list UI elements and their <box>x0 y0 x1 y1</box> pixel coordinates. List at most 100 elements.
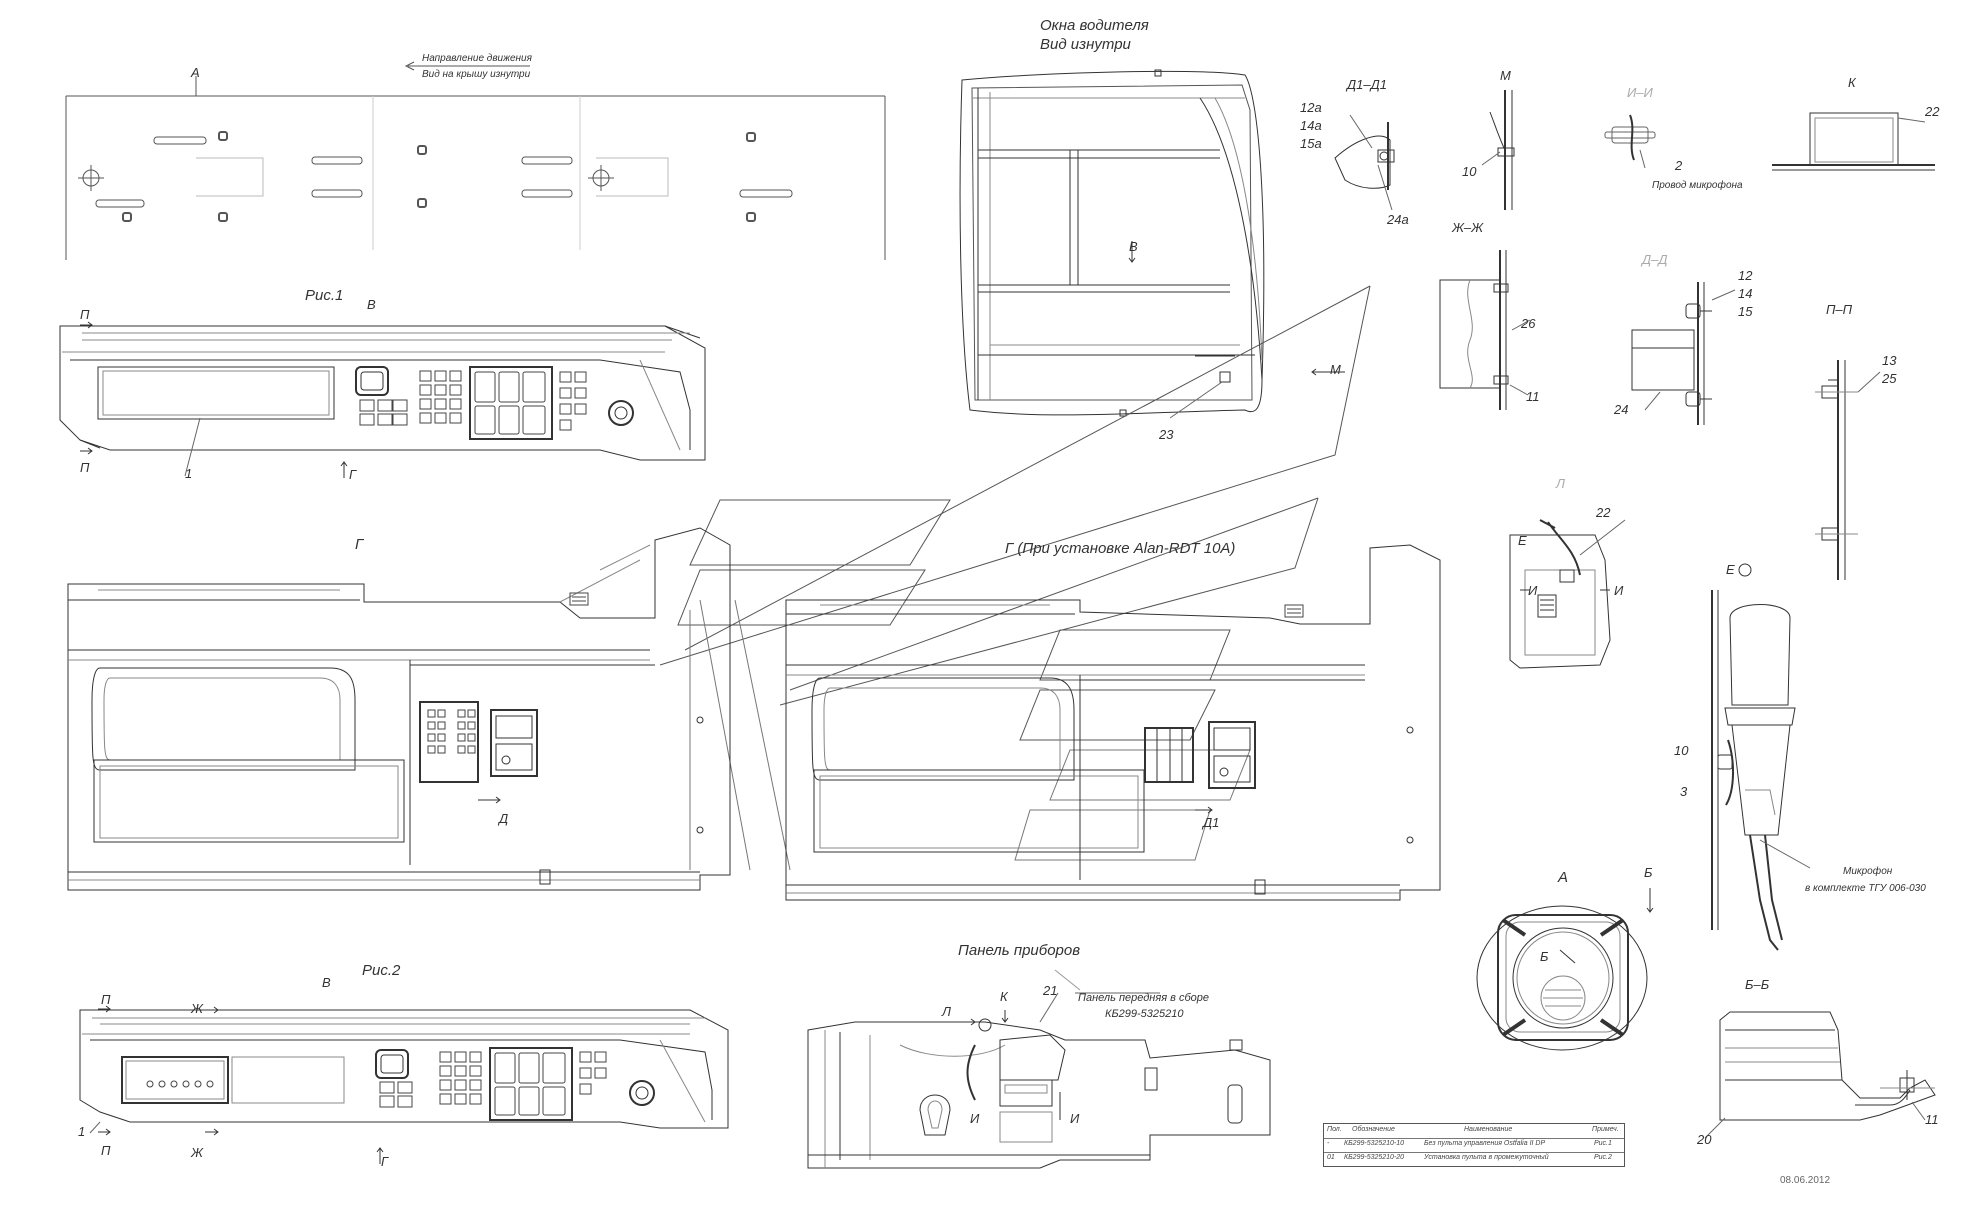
view-g <box>68 528 730 890</box>
detail-ii <box>1605 115 1655 168</box>
label-b-speaker: Б <box>1540 949 1549 964</box>
fig2-dashboard <box>80 1006 728 1164</box>
title-block-header: Пол. Обозначение Наименование Примеч. <box>1324 1124 1624 1139</box>
label-i-right: И <box>1070 1111 1080 1126</box>
pos-14a: 14а <box>1300 118 1322 133</box>
microphone-detail <box>1712 564 1810 950</box>
fig1-title: Рис.1 <box>305 287 344 304</box>
label-p-bot1: П <box>80 460 90 475</box>
instrument-panel-title: Панель приборов <box>958 942 1081 959</box>
pos-24a: 24а <box>1387 212 1409 227</box>
label-k-panel: К <box>1000 989 1008 1004</box>
pos-12a: 12а <box>1300 100 1322 115</box>
title-block-row: - КБ299-5325210-10 Без пульта управления… <box>1324 1138 1624 1153</box>
label-k-detail: К <box>1848 75 1856 90</box>
label-v-window: В <box>1129 239 1138 254</box>
pos-15a: 15а <box>1300 136 1322 151</box>
detail-zhzh <box>1440 250 1530 410</box>
detail-l <box>1510 520 1625 668</box>
label-d1d1: Д1–Д1 <box>1347 77 1387 92</box>
detail-dd <box>1632 282 1735 425</box>
pos-14: 14 <box>1738 286 1753 301</box>
label-e-rotated: Е <box>1726 562 1735 577</box>
td-name: Без пульта управления Ostfalia II DP <box>1424 1140 1546 1147</box>
detail-k <box>1772 113 1935 170</box>
driver-window-title-line2: Вид изнутри <box>1040 36 1131 53</box>
detail-bb <box>1705 1012 1935 1138</box>
pos-20: 20 <box>1697 1132 1712 1147</box>
label-l-panel: Л <box>942 1004 951 1019</box>
label-bb-detail: Б–Б <box>1745 977 1770 992</box>
label-m-detail: М <box>1500 68 1511 83</box>
title-block-row: 01 КБ299-5325210-20 Установка пульта в п… <box>1324 1152 1624 1166</box>
mic-label-line1: Микрофон <box>1843 866 1893 877</box>
label-pp-detail: П–П <box>1826 302 1853 317</box>
th-note: Примеч. <box>1592 1126 1619 1133</box>
td-name: Установка пульта в промежуточный <box>1424 1154 1549 1161</box>
label-p-bot2: П <box>101 1143 111 1158</box>
view-g-alan <box>786 545 1440 900</box>
mic-label-line2: в комплекте ТГУ 006-030 <box>1805 883 1926 894</box>
driver-window-title-line1: Окна водителя <box>1040 17 1149 34</box>
label-ii-detail: И–И <box>1627 85 1653 100</box>
td-note: Рис.2 <box>1594 1154 1612 1161</box>
label-v-fig1: В <box>367 297 376 312</box>
pos-22-l: 22 <box>1596 505 1611 520</box>
pos-11-zh: 11 <box>1526 389 1540 404</box>
label-l-detail: Л <box>1556 476 1565 491</box>
front-panel-label-line2: КБ299-5325210 <box>1105 1008 1184 1020</box>
label-i-left: И <box>970 1111 980 1126</box>
td-pos: 01 <box>1327 1154 1335 1161</box>
pos-22-k: 22 <box>1925 104 1940 119</box>
label-d1-view: Д1 <box>1203 815 1220 830</box>
td-note: Рис.1 <box>1594 1140 1612 1147</box>
label-m-window: М <box>1330 362 1341 377</box>
instrument-panel <box>808 993 1270 1168</box>
direction-label-line1: Направление движения <box>422 53 532 64</box>
pos-2: 2 <box>1675 158 1683 173</box>
pos-10-m: 10 <box>1462 164 1477 179</box>
drawing-date: 08.06.2012 <box>1780 1175 1831 1186</box>
pos-21: 21 <box>1043 983 1058 998</box>
detail-d1d1 <box>1335 115 1394 210</box>
label-i-detail-left: И <box>1528 583 1538 598</box>
label-b-arrow: Б <box>1644 865 1653 880</box>
title-block: Пол. Обозначение Наименование Примеч. - … <box>1323 1123 1625 1167</box>
label-zh-bot2: Ж <box>191 1145 203 1160</box>
label-i-detail-right: И <box>1614 583 1624 598</box>
pos-3: 3 <box>1680 784 1688 799</box>
label-a-roof: А <box>191 65 200 80</box>
pos-12: 12 <box>1738 268 1753 283</box>
detail-pp <box>1815 360 1880 580</box>
projection-lines <box>660 286 1370 870</box>
pos-13: 13 <box>1882 353 1897 368</box>
td-designation: КБ299-5325210-10 <box>1344 1140 1405 1147</box>
pos-26: 26 <box>1521 316 1536 331</box>
direction-label-line2: Вид на крышу изнутри <box>422 69 531 80</box>
label-v-fig2: В <box>322 975 331 990</box>
pos-25: 25 <box>1882 371 1897 386</box>
label-p-top2: П <box>101 992 111 1007</box>
view-g-title: Г <box>355 536 364 553</box>
td-designation: КБ299-5325210-20 <box>1344 1154 1405 1161</box>
detail-m <box>1482 90 1514 210</box>
label-zhzh-detail: Ж–Ж <box>1452 220 1484 235</box>
th-name: Наименование <box>1464 1126 1513 1133</box>
label-g-bot1: Г <box>349 467 357 482</box>
pos-23: 23 <box>1159 427 1174 442</box>
fig1-dashboard <box>60 322 705 478</box>
th-designation: Обозначение <box>1352 1126 1395 1133</box>
label-a-speaker: А <box>1558 869 1569 886</box>
pos-1-fig2: 1 <box>78 1124 86 1139</box>
mic-wire-label: Провод микрофона <box>1652 180 1743 191</box>
label-g-bot2: Г <box>381 1154 389 1169</box>
speaker-detail <box>1477 888 1653 1050</box>
label-zh-top2: Ж <box>191 1001 203 1016</box>
pos-1-fig1: 1 <box>185 466 193 481</box>
roof-view <box>66 62 885 260</box>
pos-24: 24 <box>1614 402 1629 417</box>
driver-window-view <box>960 70 1345 418</box>
front-panel-label-line1: Панель передняя в сборе <box>1078 992 1210 1004</box>
